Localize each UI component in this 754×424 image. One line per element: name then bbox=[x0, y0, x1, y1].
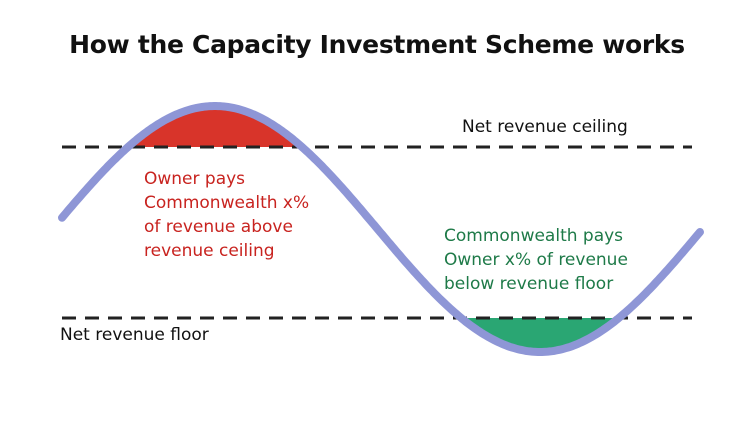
ceiling-label: Net revenue ceiling bbox=[462, 117, 628, 137]
below-floor-area bbox=[462, 318, 618, 352]
commonwealth-pays-line: below revenue floor bbox=[444, 274, 614, 294]
commonwealth-pays-line: Commonwealth pays bbox=[444, 226, 624, 246]
owner-pays-line: revenue ceiling bbox=[144, 241, 275, 261]
revenue-curve bbox=[58, 102, 704, 356]
owner-pays-text: Owner pays Commonwealth x% of revenue ab… bbox=[144, 167, 309, 263]
above-ceiling-area bbox=[128, 106, 302, 147]
owner-pays-line: Owner pays bbox=[144, 169, 246, 189]
floor-label: Net revenue floor bbox=[60, 325, 209, 345]
diagram-title: How the Capacity Investment Scheme works bbox=[69, 30, 685, 59]
owner-pays-line: Commonwealth x% bbox=[144, 193, 310, 213]
owner-pays-line: of revenue above bbox=[144, 217, 293, 237]
commonwealth-pays-text: Commonwealth pays Owner x% of revenue be… bbox=[444, 224, 628, 296]
commonwealth-pays-line: Owner x% of revenue bbox=[444, 250, 628, 270]
